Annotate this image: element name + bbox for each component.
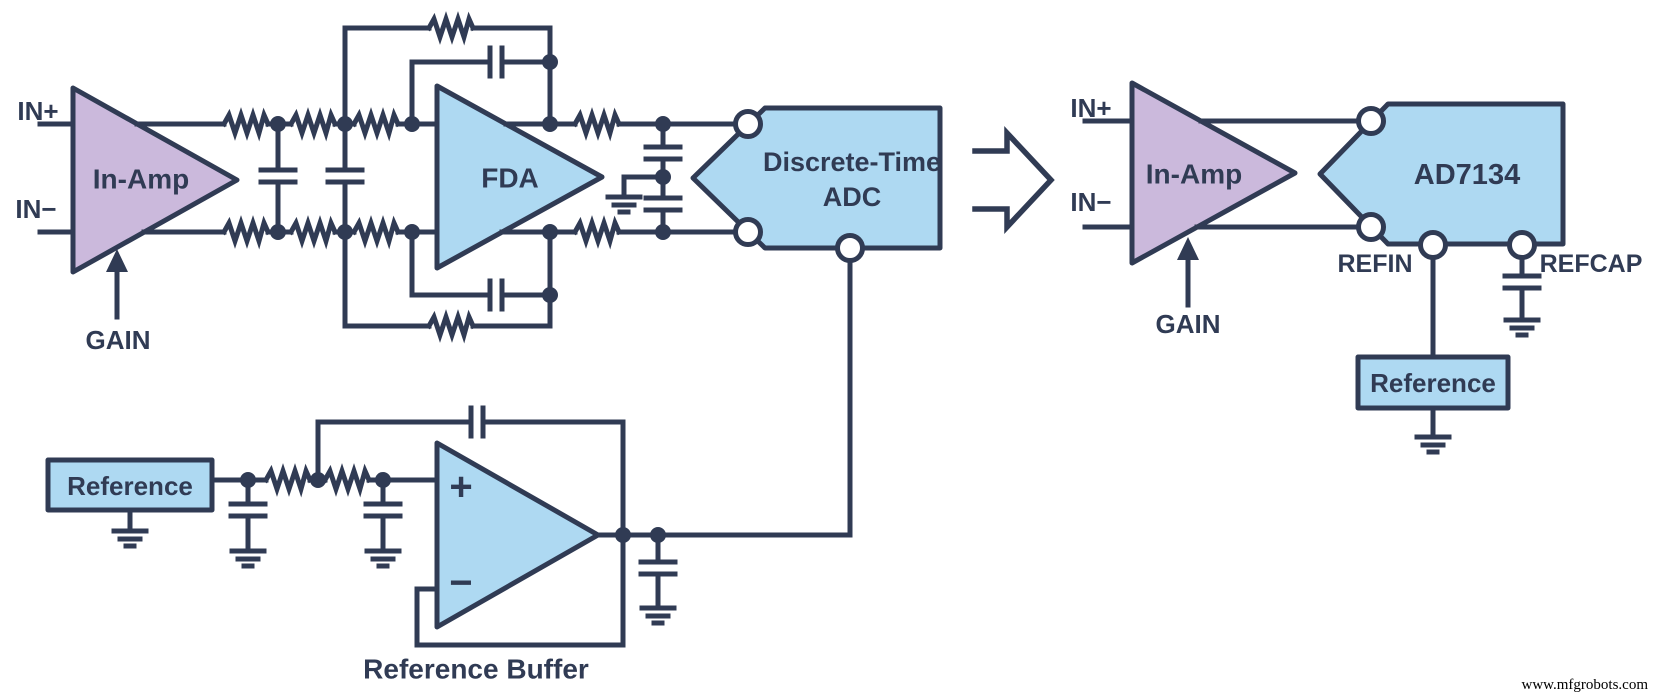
ad7134-input-pin xyxy=(1359,215,1384,240)
ground-icon xyxy=(1417,437,1449,452)
junction-dot xyxy=(655,169,671,185)
ad7134-input-pin xyxy=(1359,109,1384,134)
wire-filter-cap-columns xyxy=(275,25,415,329)
refcap-label: REFCAP xyxy=(1540,250,1643,278)
gain-arrow-icon xyxy=(1177,237,1199,260)
adc-reference-pin xyxy=(838,236,863,261)
capacitor-icon xyxy=(471,408,483,436)
resistor-icon xyxy=(291,223,335,241)
in-amp-label-left: In-Amp xyxy=(93,164,189,195)
capacitor-icon xyxy=(328,170,362,182)
ground-icon xyxy=(1506,320,1538,335)
junction-dot xyxy=(270,116,286,132)
ground-icon xyxy=(232,551,264,566)
junction-dot xyxy=(542,54,558,70)
wire-right-inputs xyxy=(1082,118,1362,230)
ad7134-refcap-pin xyxy=(1510,233,1535,258)
resistor-icon xyxy=(224,115,268,133)
resistor-icon xyxy=(325,471,369,489)
reference-buffer-label: Reference Buffer xyxy=(363,654,589,685)
right-signal-chain: IN+ IN− GAIN In-Amp AD7134 REFIN REFCAP … xyxy=(1070,80,1643,452)
in-neg-label-left: IN− xyxy=(15,194,56,224)
adc-label-line1: Discrete-Time xyxy=(763,147,941,177)
in-neg-label-right: IN− xyxy=(1070,187,1111,217)
junction-dot xyxy=(337,224,353,240)
capacitor-icon xyxy=(641,562,675,574)
left-signal-chain: IN+ IN− GAIN In-Amp FDA Discrete-Time AD… xyxy=(15,19,943,685)
wire-buffer-to-adc xyxy=(595,257,853,538)
fda-block xyxy=(434,83,605,271)
resistor-icon xyxy=(429,317,473,335)
reference-block-left xyxy=(45,457,215,513)
in-pos-label-left: IN+ xyxy=(17,96,58,126)
adc-label-line2: ADC xyxy=(823,182,882,212)
wire-reference-cap-columns xyxy=(127,477,386,551)
junction-dot xyxy=(404,116,420,132)
adc-input-pin xyxy=(736,220,761,245)
reference-label-left: Reference xyxy=(67,471,193,501)
capacitor-icon xyxy=(1505,276,1539,288)
junction-dot xyxy=(650,527,666,543)
junction-dot xyxy=(615,527,631,543)
opamp-minus-input-label: − xyxy=(449,561,472,605)
transition-arrow-icon xyxy=(972,126,1055,234)
in-amp-label-right: In-Amp xyxy=(1146,159,1242,190)
junction-dot xyxy=(310,472,326,488)
resistor-icon xyxy=(224,223,268,241)
reference-buffer-opamp xyxy=(434,440,601,630)
junction-dot xyxy=(337,116,353,132)
resistor-icon xyxy=(291,115,335,133)
junction-dot xyxy=(542,116,558,132)
junction-dot xyxy=(375,472,391,488)
gain-arrow-icon xyxy=(106,249,128,272)
resistor-icon xyxy=(354,115,398,133)
resistor-icon xyxy=(429,19,473,37)
resistor-icon xyxy=(575,115,619,133)
ad7134-block xyxy=(1317,101,1566,247)
junction-dot xyxy=(542,224,558,240)
junction-dot xyxy=(240,472,256,488)
reference-label-right: Reference xyxy=(1370,368,1496,398)
ground-icon xyxy=(642,608,674,623)
capacitor-icon xyxy=(366,504,400,516)
capacitor-icon xyxy=(490,48,502,76)
opamp-plus-input-label: + xyxy=(449,465,472,509)
wire-fda-outputs xyxy=(499,121,739,235)
resistor-icon xyxy=(575,223,619,241)
ad7134-label: AD7134 xyxy=(1414,159,1520,191)
capacitor-icon xyxy=(646,147,680,159)
refin-label: REFIN xyxy=(1338,250,1413,278)
junction-dot xyxy=(270,224,286,240)
resistor-icon xyxy=(354,223,398,241)
in-amp-block-left xyxy=(70,85,240,275)
capacitor-icon xyxy=(490,281,502,309)
gain-label-right: GAIN xyxy=(1156,309,1221,339)
ground-icon xyxy=(367,551,399,566)
discrete-time-adc-block xyxy=(690,105,943,251)
fda-label: FDA xyxy=(481,163,539,194)
junction-dot xyxy=(655,116,671,132)
wire-fda-bottom-feedback xyxy=(342,229,553,329)
wire-buffer-feedback xyxy=(315,419,626,648)
in-pos-label-right: IN+ xyxy=(1070,93,1111,123)
capacitor-icon xyxy=(646,198,680,210)
in-amp-block-right xyxy=(1129,80,1298,266)
ground-icon xyxy=(608,197,640,212)
gain-label-left: GAIN xyxy=(86,325,151,355)
watermark-text: www.mfgrobots.com xyxy=(1521,677,1648,693)
junction-dot xyxy=(655,224,671,240)
ground-icon xyxy=(114,531,146,546)
adc-input-pin xyxy=(736,112,761,137)
capacitor-icon xyxy=(231,504,265,516)
junction-dot xyxy=(404,224,420,240)
resistor-icon xyxy=(266,471,310,489)
junction-dot xyxy=(542,287,558,303)
ad7134-refin-pin xyxy=(1421,233,1446,258)
wire-fda-top-feedback xyxy=(342,25,553,127)
capacitor-icon xyxy=(261,170,295,182)
